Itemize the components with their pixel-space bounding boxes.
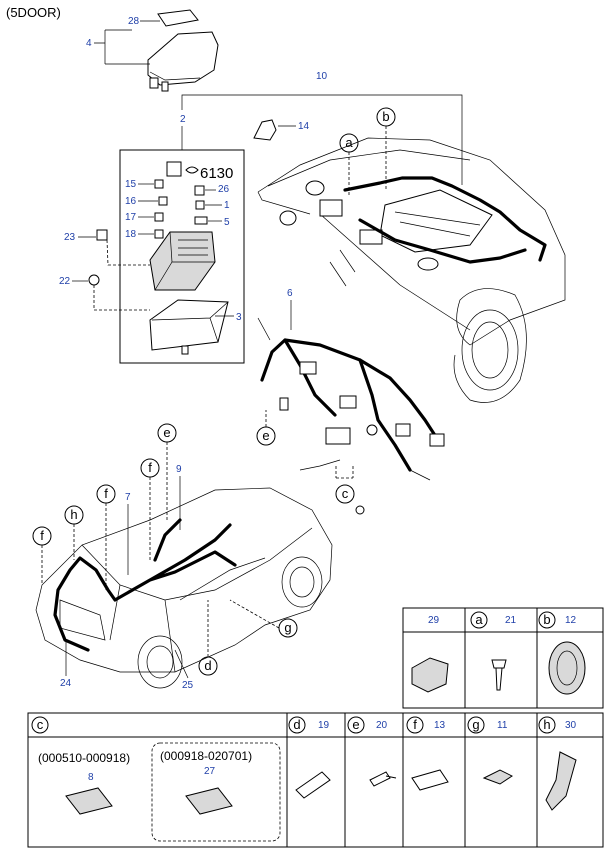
engine-harness — [343, 176, 547, 262]
clip-part-14 — [253, 119, 277, 141]
callout-b-letter: b — [382, 109, 389, 124]
relay-label: 6130 — [200, 165, 233, 182]
part-28-label: 28 — [128, 16, 140, 27]
part-9-label: 9 — [176, 464, 182, 475]
callout-c — [335, 484, 355, 504]
fuse-box-cover — [147, 9, 219, 92]
part-8-label: 8 — [88, 772, 94, 783]
part-4-label: 4 — [86, 38, 92, 49]
callout-e-body-letter: e — [163, 425, 170, 440]
part-16-label: 16 — [125, 196, 137, 207]
tie-part-19 — [295, 771, 331, 799]
part-5-label: 5 — [224, 217, 230, 228]
legend-g-letter: g — [472, 717, 479, 732]
part-3-label: 3 — [236, 312, 242, 323]
legend-bottom: c (000510-000918) 8 (000918-020701) 27 d… — [27, 712, 604, 848]
relay-square-icon — [166, 161, 182, 177]
legend-c-letter: c — [37, 717, 44, 732]
pad-part-8 — [65, 787, 113, 815]
bolt-part-21 — [491, 659, 507, 691]
c-range-1: (000510-000918) — [38, 751, 130, 765]
part-23-label: 23 — [64, 232, 76, 243]
part-7-label: 7 — [125, 492, 131, 503]
part-2-label: 2 — [180, 114, 186, 125]
legend-e-letter: e — [352, 717, 359, 732]
c-range-2: (000918-020701) — [160, 749, 252, 763]
part-21-label: 21 — [505, 615, 517, 626]
engine-bay-drawing — [257, 137, 566, 403]
junction-tray — [149, 299, 229, 355]
part-1-label: 1 — [224, 200, 230, 211]
relay-part-23 — [96, 229, 108, 241]
roof-harness — [153, 518, 182, 562]
legend-a-letter: a — [475, 612, 483, 627]
callout-f-mid-letter: f — [104, 486, 108, 501]
junction-box-panel — [119, 149, 245, 364]
part-17-label: 17 — [125, 212, 137, 223]
variant-label: (5DOOR) — [6, 5, 61, 20]
callout-f-left-letter: f — [40, 528, 44, 543]
dash-harness-drawing — [257, 317, 445, 515]
engine-harness-lower — [358, 218, 527, 264]
part-27-label: 27 — [204, 766, 216, 777]
part-12-label: 12 — [565, 615, 577, 626]
part-10-label: 10 — [316, 71, 328, 82]
callout-g-letter: g — [284, 620, 291, 635]
part-6-label: 6 — [287, 288, 293, 299]
part-11-label: 11 — [497, 720, 508, 731]
legend-h-letter: h — [543, 717, 550, 732]
legend-upper-right: 29 a 21 b 12 — [402, 607, 604, 709]
rear-car-drawing — [35, 487, 333, 689]
callout-a-letter: a — [345, 135, 353, 150]
part-22-label: 22 — [59, 276, 71, 287]
part-25-label: 25 — [182, 680, 194, 691]
part-13-label: 13 — [434, 720, 446, 731]
part-15-label: 15 — [125, 179, 137, 190]
legend-f-letter: f — [413, 717, 417, 732]
part-26-label: 26 — [218, 184, 230, 195]
part-24-label: 24 — [60, 678, 72, 689]
connector-part-29 — [411, 657, 449, 693]
callout-e-dash-letter: e — [262, 428, 269, 443]
legend-b-letter: b — [543, 612, 550, 627]
pad-part-27 — [185, 787, 233, 815]
legend-d-letter: d — [293, 717, 300, 732]
part-19-label: 19 — [318, 720, 330, 731]
callout-f-upper-letter: f — [148, 460, 152, 475]
part-14-label: 14 — [298, 121, 310, 132]
body-harness — [53, 523, 237, 652]
part-18-label: 18 — [125, 229, 137, 240]
grommet-part-22 — [88, 274, 100, 286]
bolt-part-20 — [369, 771, 397, 787]
callout-d-letter: d — [204, 658, 211, 673]
part-30-label: 30 — [565, 720, 577, 731]
callout-c-letter: c — [342, 486, 349, 501]
relay-round-icon — [185, 166, 199, 174]
clip-part-13 — [411, 769, 449, 791]
boot-part-30 — [545, 751, 577, 811]
grommet-part-12 — [548, 641, 586, 695]
callout-h-letter: h — [70, 507, 77, 522]
plug-part-11 — [482, 769, 513, 785]
part-20-label: 20 — [376, 720, 388, 731]
part-29-label: 29 — [428, 615, 440, 626]
junction-block — [149, 231, 216, 291]
